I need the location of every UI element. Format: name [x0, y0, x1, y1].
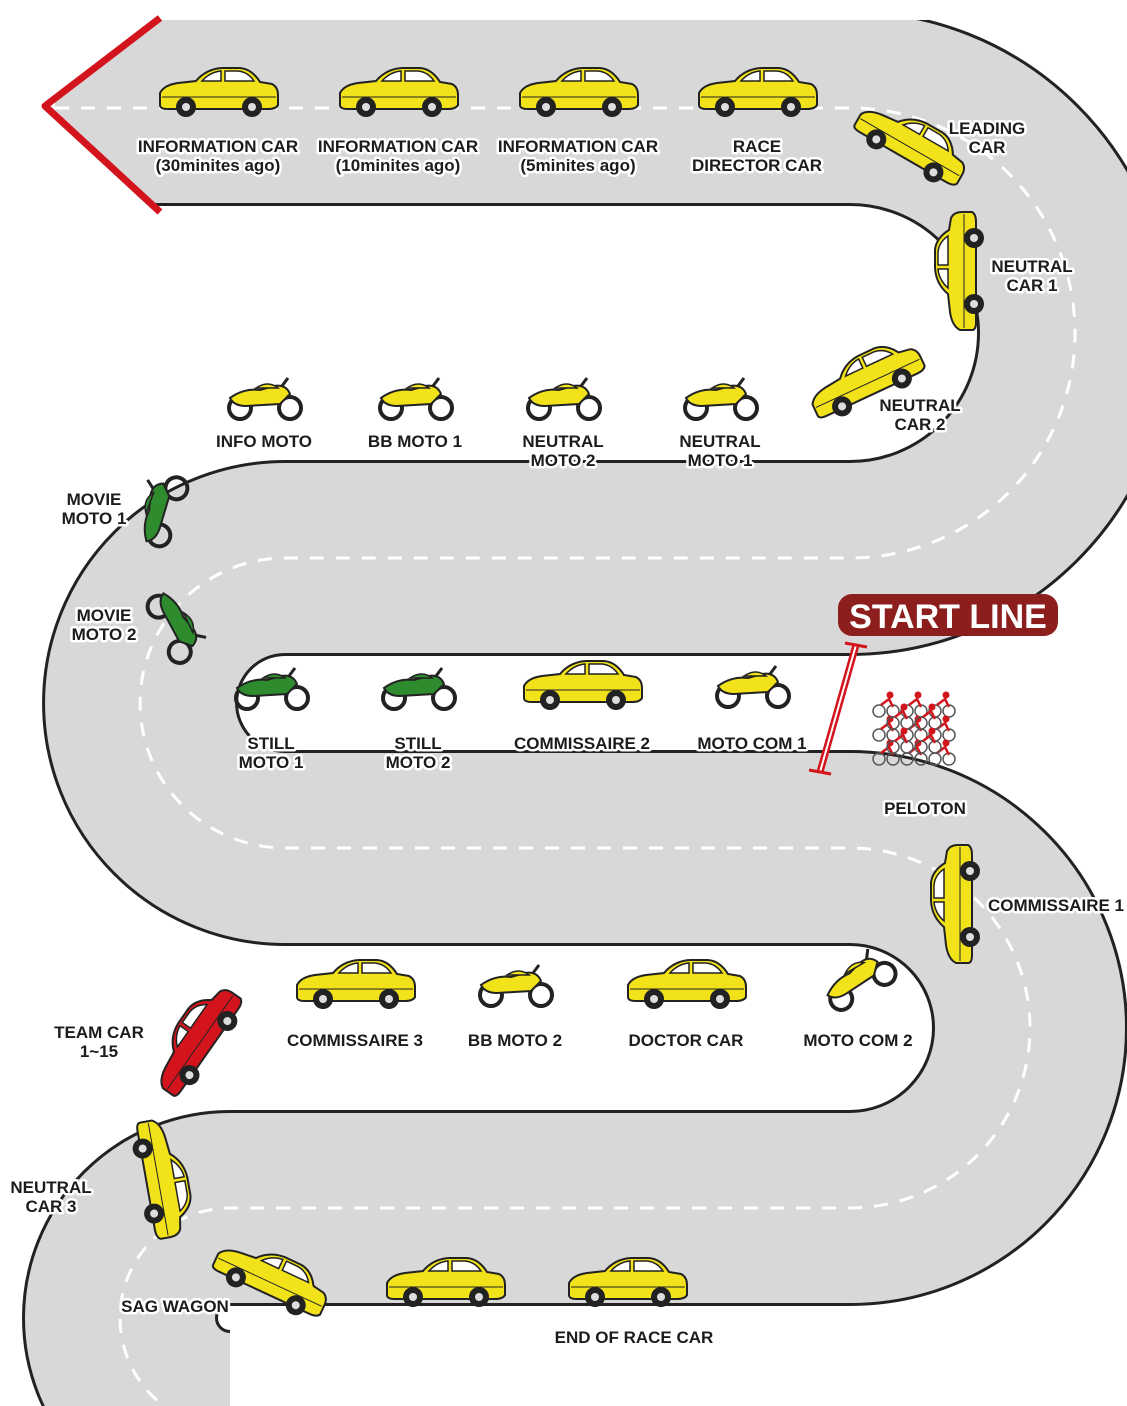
- leading-car-label-line: LEADING: [949, 119, 1026, 138]
- commissaire-1-label-line: COMMISSAIRE 1: [988, 896, 1124, 915]
- bb-moto-1-label: BB MOTO 1: [368, 432, 462, 451]
- movie-moto-2-label-line: MOVIE: [77, 606, 132, 625]
- road: [22, 10, 1127, 1406]
- info-moto-label: INFO MOTO: [216, 432, 312, 451]
- neutral-car-1-label-line: NEUTRAL: [991, 257, 1072, 276]
- still-moto-1-label-line: MOTO 1: [239, 753, 304, 772]
- information-car-10-label: INFORMATION CAR(10minites ago): [318, 137, 478, 175]
- doctor-car-label-line: DOCTOR CAR: [629, 1031, 744, 1050]
- race-director-car-label-line: RACE: [733, 137, 781, 156]
- doctor-car-label: DOCTOR CAR: [629, 1031, 744, 1050]
- bb-moto-2-label-line: BB MOTO 2: [468, 1031, 562, 1050]
- commissaire-3-label-line: COMMISSAIRE 3: [287, 1031, 423, 1050]
- moto-com-2-label-line: MOTO COM 2: [803, 1031, 912, 1050]
- sag-wagon-label-line: SAG WAGON: [121, 1297, 229, 1316]
- still-moto-2-label-line: STILL: [394, 734, 441, 753]
- info-moto-label-line: INFO MOTO: [216, 432, 312, 451]
- neutral-moto-1-icon: [683, 376, 759, 421]
- information-car-30-label-line: INFORMATION CAR: [138, 137, 298, 156]
- moto-com-1-label: MOTO COM 1: [697, 734, 806, 753]
- bb-moto-1-label-line: BB MOTO 1: [368, 432, 462, 451]
- start-line: START LINE: [808, 594, 1058, 776]
- neutral-moto-2-label-line: NEUTRAL: [522, 432, 603, 451]
- bb-moto-2-icon: [478, 963, 554, 1008]
- neutral-moto-2-icon: [526, 376, 602, 421]
- neutral-car-2-label-line: CAR 2: [894, 415, 945, 434]
- commissaire-2-label: COMMISSAIRE 2: [514, 734, 650, 753]
- still-moto-1-label-line: STILL: [247, 734, 294, 753]
- movie-moto-1-label-line: MOVIE: [67, 490, 122, 509]
- bb-moto-2-label: BB MOTO 2: [468, 1031, 562, 1050]
- moto-com-2-label: MOTO COM 2: [803, 1031, 912, 1050]
- info-moto-icon: [227, 376, 303, 421]
- movie-moto-2-label-line: MOTO 2: [72, 625, 137, 644]
- end-of-race-car-label: END OF RACE CAR: [555, 1328, 714, 1347]
- neutral-car-2-label-line: NEUTRAL: [879, 396, 960, 415]
- movie-moto-1-label-line: MOTO 1: [62, 509, 127, 528]
- information-car-5-label: INFORMATION CAR(5minites ago): [498, 137, 658, 175]
- road-start-cutout: [0, 20, 160, 210]
- race-director-car-label-line: DIRECTOR CAR: [692, 156, 822, 175]
- team-car-label-line: TEAM CAR: [54, 1023, 144, 1042]
- sag-wagon-label: SAG WAGON: [121, 1297, 229, 1316]
- commissaire-1-label: COMMISSAIRE 1: [988, 896, 1124, 915]
- commissaire-2-icon: [523, 660, 643, 711]
- neutral-moto-1-label-line: MOTO 1: [688, 451, 753, 470]
- still-moto-2-label-line: MOTO 2: [386, 753, 451, 772]
- information-car-5-label-line: (5minites ago): [520, 156, 635, 175]
- bb-moto-1-icon: [378, 376, 454, 421]
- commissaire-2-label-line: COMMISSAIRE 2: [514, 734, 650, 753]
- leading-car-label-line: CAR: [969, 138, 1006, 157]
- team-car-icon: [141, 976, 252, 1104]
- start-line-label: START LINE: [849, 598, 1047, 636]
- neutral-car-3-label-line: NEUTRAL: [10, 1178, 91, 1197]
- neutral-car-3-label-line: CAR 3: [25, 1197, 76, 1216]
- peloton-label: PELOTON: [884, 799, 966, 818]
- commissaire-3-label: COMMISSAIRE 3: [287, 1031, 423, 1050]
- neutral-car-1-label-line: CAR 1: [1006, 276, 1057, 295]
- information-car-10-label-line: (10minites ago): [336, 156, 461, 175]
- commissaire-3-icon: [296, 959, 416, 1010]
- peloton-label-line: PELOTON: [884, 799, 966, 818]
- neutral-moto-2-label-line: MOTO 2: [531, 451, 596, 470]
- still-moto-2-icon: [381, 666, 457, 711]
- end-of-race-car-label-line: END OF RACE CAR: [555, 1328, 714, 1347]
- moto-com-1-icon: [715, 664, 791, 709]
- information-car-30-label-line: (30minites ago): [156, 156, 281, 175]
- information-car-30-label: INFORMATION CAR(30minites ago): [138, 137, 298, 175]
- finish-arrow-marker: [41, 15, 163, 215]
- doctor-car-icon: [627, 959, 747, 1010]
- start-line-banner: [838, 594, 1058, 636]
- information-car-10-label-line: INFORMATION CAR: [318, 137, 478, 156]
- neutral-moto-1-label-line: NEUTRAL: [679, 432, 760, 451]
- information-car-5-label-line: INFORMATION CAR: [498, 137, 658, 156]
- team-car-label-line: 1~15: [80, 1042, 118, 1061]
- labels-layer: INFORMATION CAR(30minites ago)INFORMATIO…: [8, 117, 1127, 1350]
- moto-com-1-label-line: MOTO COM 1: [697, 734, 806, 753]
